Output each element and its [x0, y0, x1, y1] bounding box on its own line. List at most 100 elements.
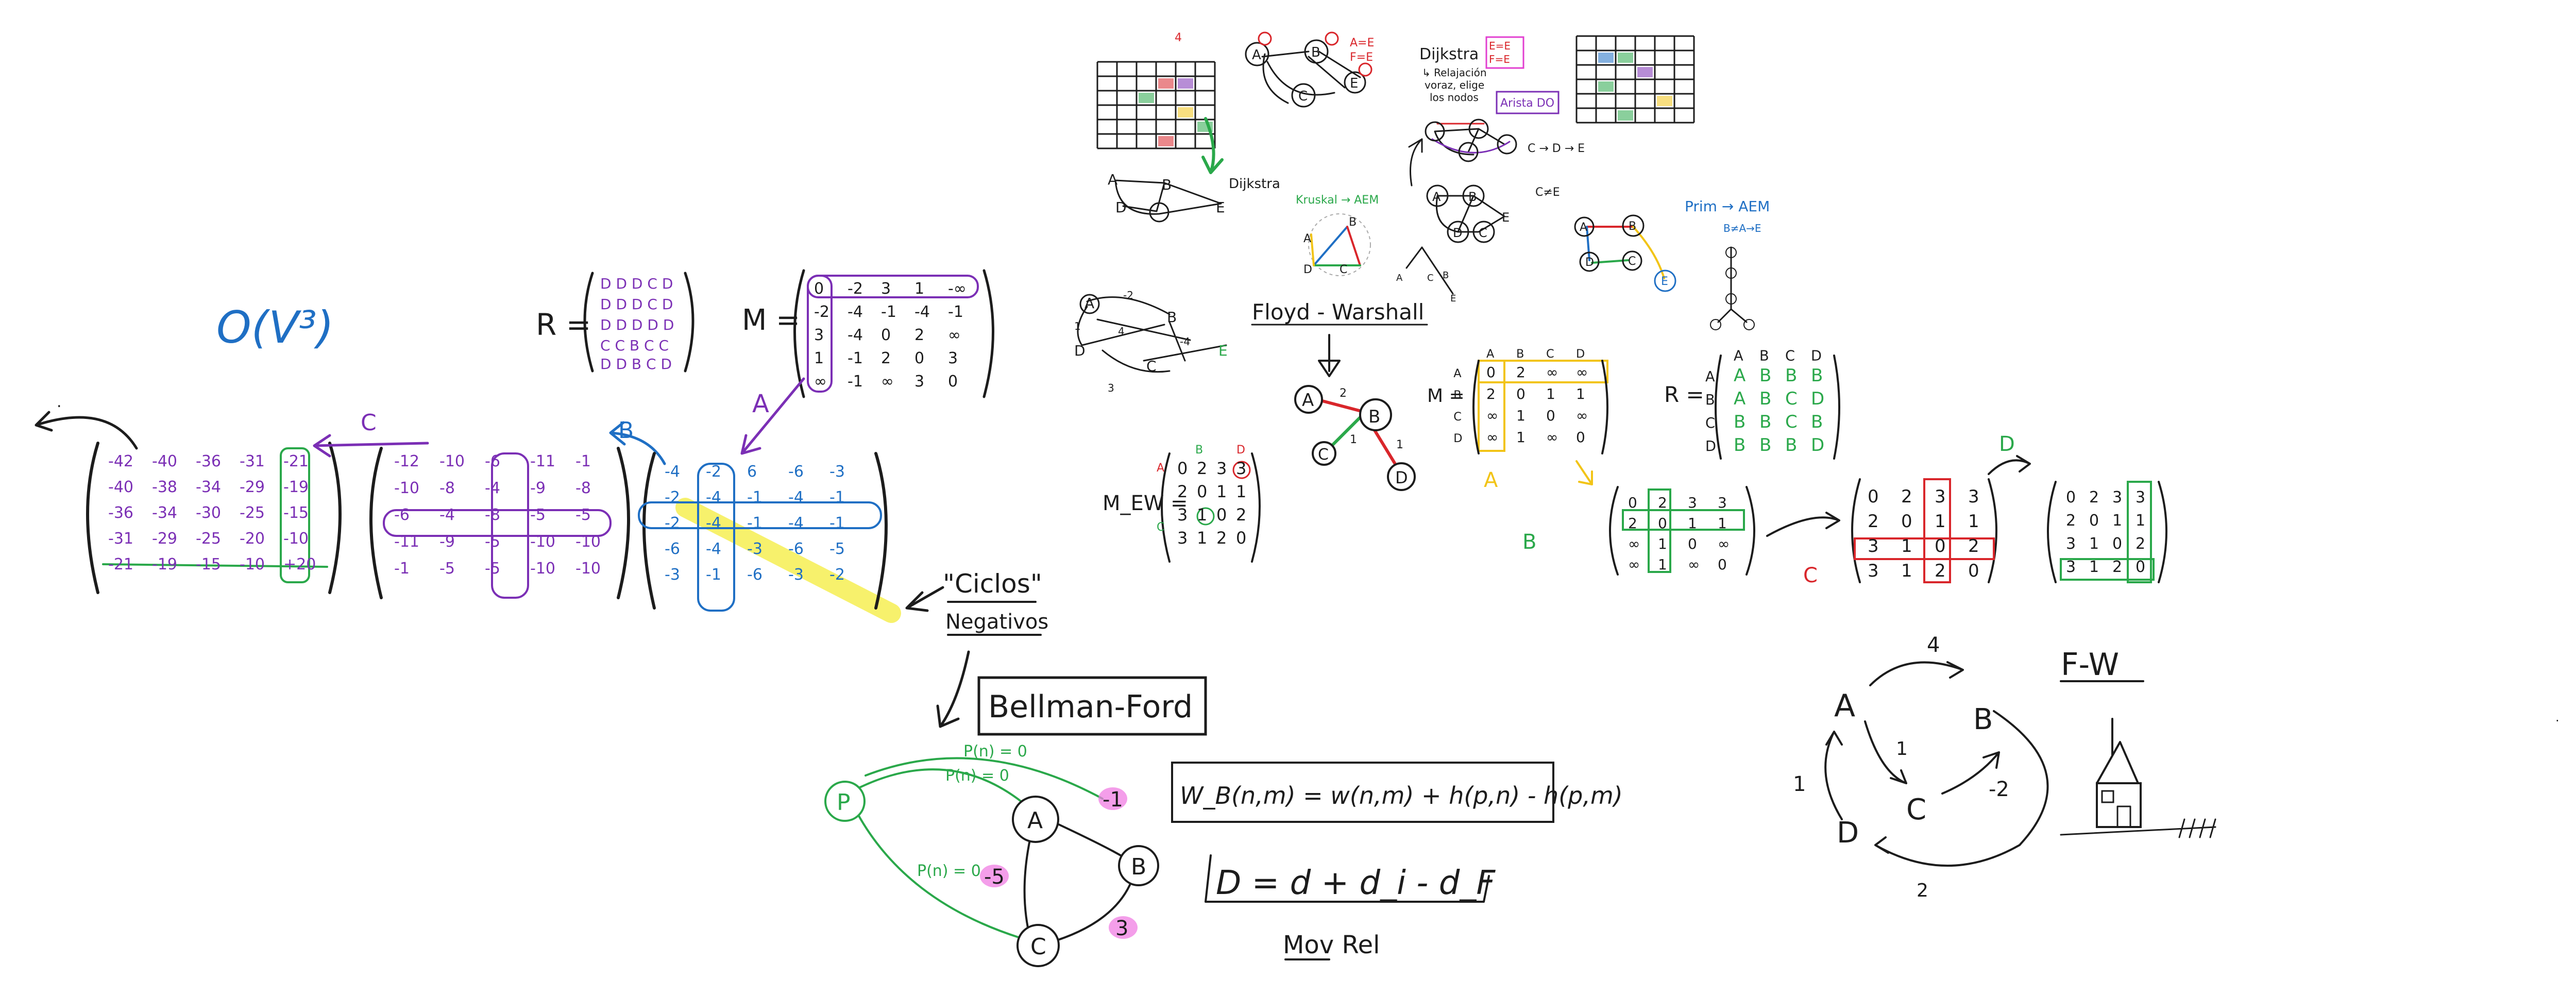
matrix-cell: 2: [1177, 482, 1188, 501]
matrix-cell: 0: [1576, 429, 1585, 446]
node-label: C: [1318, 446, 1329, 464]
arrow-to-bellman: [936, 650, 970, 728]
node-label: D: [1115, 199, 1127, 216]
matrix-cell: -10: [530, 560, 555, 578]
arrow-a: [1575, 460, 1593, 485]
matrix-cell: B: [1734, 412, 1745, 432]
node-label: B: [1629, 220, 1636, 233]
matrix-cell: -8: [575, 479, 591, 497]
matrix-r-row: D D D D D: [600, 316, 674, 333]
node-label: C: [1146, 358, 1157, 375]
matrix-cell: 0: [1968, 561, 1979, 581]
matrix-cell: -38: [152, 478, 177, 496]
matrix-m-col-highlight: [807, 275, 833, 393]
cell-mark: [1196, 507, 1215, 526]
matrix-cell: 3: [1935, 486, 1946, 507]
bellman-edge-p-a: [857, 768, 1031, 810]
dijkstra-note: los nodos: [1430, 91, 1479, 104]
matrix-cell: 3: [1718, 494, 1727, 511]
dijkstra-graph: A B D E Dijkstra: [1108, 171, 1280, 223]
edge: [1824, 731, 1843, 820]
matrix-cell: -1: [747, 488, 762, 507]
node-label: D: [1303, 263, 1312, 276]
matrix-cell: 3: [1177, 528, 1188, 548]
matrix-cell: -10: [394, 479, 419, 497]
matrix-cell: -29: [240, 478, 265, 496]
node-label: A: [1027, 807, 1043, 834]
matrix-cell: -1: [848, 349, 863, 367]
matrix-cell: -1: [881, 303, 896, 321]
arista-label: Arista DO: [1500, 97, 1554, 110]
arista-box: [1496, 91, 1560, 114]
node-label: B: [1162, 176, 1172, 193]
step-label-d: D: [1999, 432, 2015, 456]
matrix-cell: A: [1734, 389, 1745, 409]
bracket: [1251, 452, 1261, 563]
matrix-cell: -2: [665, 488, 680, 507]
matrix-cell: -6: [747, 566, 762, 584]
house-door: [2116, 805, 2131, 828]
node-label: C: [1479, 226, 1487, 240]
matrix-cell: ∞: [881, 373, 894, 391]
bracket: [1472, 360, 1480, 454]
matrix-cell: B: [1759, 412, 1771, 432]
edge: [1869, 661, 1964, 686]
matrix-row-header: D: [1453, 432, 1462, 445]
grid-mark: [1158, 136, 1174, 146]
red-mark: [1358, 62, 1372, 77]
node-label: B: [1368, 407, 1380, 427]
node-label: E: [1216, 199, 1225, 216]
node: [1743, 319, 1755, 330]
house-window: [2101, 790, 2114, 803]
matrix-cell: -34: [196, 478, 221, 496]
node: [1622, 250, 1642, 271]
matrix-cell: 0: [1197, 482, 1207, 501]
matrix-cell: -30: [196, 504, 221, 522]
matrix-cell: 3: [1868, 561, 1879, 581]
prim-title: Prim → AEM: [1685, 198, 1770, 215]
matrix-cell: 1: [2136, 512, 2145, 530]
bellman-edge-p-b: [865, 757, 1104, 800]
top-node: [1245, 42, 1269, 66]
weight: 3: [1108, 382, 1114, 394]
h-highlight: [1109, 916, 1138, 939]
bracket: [1745, 486, 1755, 576]
matrix-cell: 1: [2089, 558, 2099, 576]
col-mark: B: [1195, 444, 1203, 457]
grid-mark: [1178, 78, 1193, 89]
node-label: B: [1349, 216, 1357, 229]
matrix-cell: -8: [485, 506, 500, 524]
node: [1468, 119, 1489, 139]
matrix-cell: 0: [1688, 535, 1697, 552]
weight: 4: [1118, 325, 1125, 338]
matrix-cell: 1: [1968, 511, 1979, 532]
matrix-cell: -8: [439, 479, 455, 497]
matrix-cell: 0: [1935, 536, 1946, 556]
matrix-cell: -2: [706, 463, 721, 481]
bellman-title-box: [977, 676, 1207, 736]
arrow-b-to-c: [609, 421, 666, 465]
neg-matrix-final: -42-40-36-31-21-40-38-34-29-19-36-34-30-…: [86, 442, 342, 594]
mid-graph: A B D C E C≠E A C B E: [1396, 119, 1560, 304]
node-label: E: [1502, 210, 1510, 225]
node-label: C: [1906, 793, 1926, 827]
node-label: D: [1585, 256, 1594, 269]
matrix-cell: 1: [1935, 511, 1946, 532]
neg-final-row-highlight: [102, 563, 328, 568]
matrix-cell: -6: [394, 506, 410, 524]
step-label-a: A: [752, 390, 769, 418]
node: [1359, 398, 1392, 431]
node-label: A: [1834, 688, 1855, 724]
matrix-cell: -2: [848, 280, 863, 298]
matrix-cell: 0: [914, 349, 924, 367]
node-label: E: [1218, 342, 1228, 359]
matrix-cell: 0: [1486, 364, 1496, 381]
node: [1725, 247, 1737, 258]
matrix-cell: -1: [948, 303, 963, 321]
node-label: D: [1395, 468, 1408, 487]
node-label: B: [1131, 854, 1146, 880]
grid-mark: [1637, 67, 1653, 77]
matrix-cell: 3: [2066, 558, 2076, 576]
